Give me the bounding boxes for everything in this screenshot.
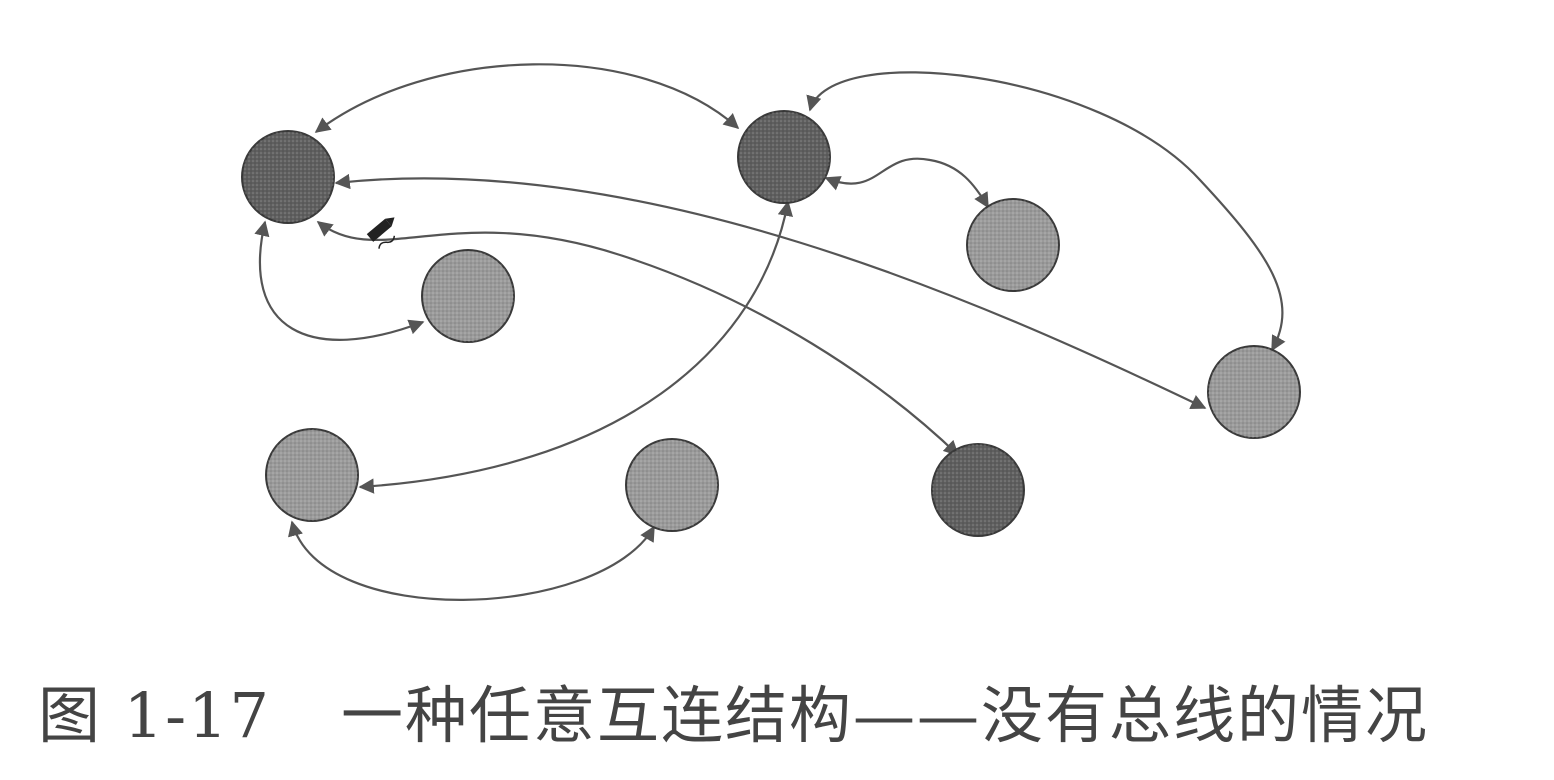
- node-n6: [265, 428, 359, 522]
- node-n3: [421, 249, 515, 343]
- edge-n2-n4: [824, 157, 989, 209]
- figure-number: 图 1-17: [38, 679, 271, 752]
- node-n1: [241, 130, 335, 224]
- edge-n6-n7: [288, 520, 655, 601]
- figure-title: 一种任意互连结构——没有总线的情况: [341, 679, 1430, 752]
- edge-n2-n5: [806, 71, 1286, 352]
- edge-n2-n6: [358, 200, 793, 494]
- interconnect-diagram: [241, 63, 1301, 601]
- node-n2: [737, 110, 831, 204]
- node-n4: [966, 198, 1060, 292]
- edge-n1-n2: [314, 63, 740, 133]
- node-n8: [931, 443, 1025, 537]
- pencil-icon: [366, 217, 396, 249]
- node-n5: [1207, 345, 1301, 439]
- edge-n1-n8: [316, 221, 960, 457]
- node-n7: [625, 438, 719, 532]
- figure-caption: 图 1-17 一种任意互连结构——没有总线的情况: [0, 640, 1554, 780]
